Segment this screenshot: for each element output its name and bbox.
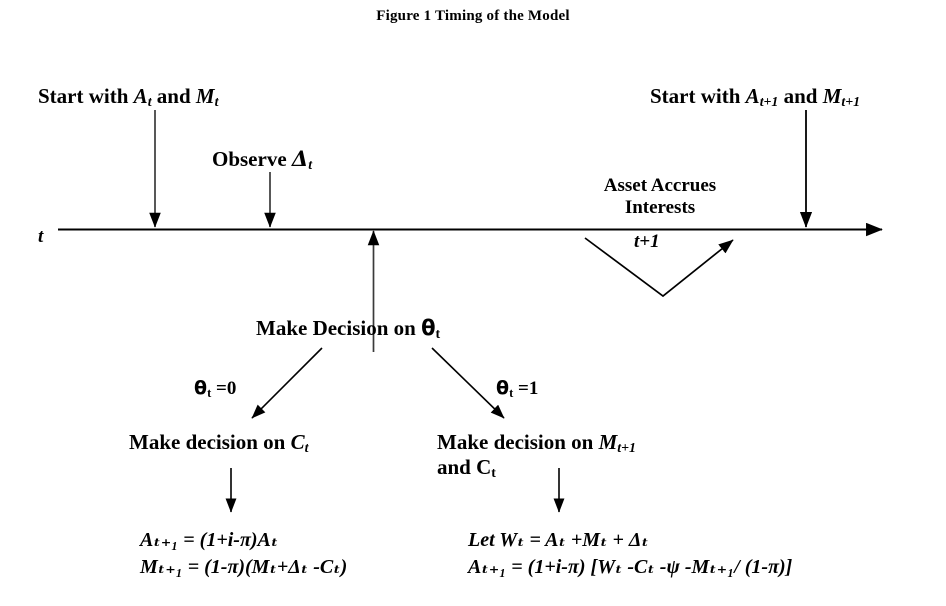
observe-prefix: Observe (212, 147, 292, 171)
theta-one-sub: t (509, 385, 514, 400)
equation-right-line1: Let Wₜ = Aₜ +Mₜ + Δₜ (468, 529, 649, 551)
observe-sub: t (308, 157, 313, 173)
figure-title: Figure 1 Timing of the Model (376, 8, 570, 24)
equation-left-line1: Aₜ₊₁ = (1+i-π)Aₜ (140, 529, 279, 551)
start-t1-var-m: M (822, 84, 842, 108)
decision-theta-sub: t (435, 326, 441, 342)
asset-accrues-line1: Asset Accrues (603, 175, 717, 196)
decision-left-prefix: Make decision on (129, 430, 291, 454)
label-asset-accrues-interests: Asset Accrues Interests (565, 175, 755, 219)
timeline-label-t1: t+1 (634, 231, 660, 252)
decision-theta-prefix: Make Decision on (256, 316, 422, 340)
decision-theta-symbol: θ (421, 316, 436, 340)
equation-right-line2: Aₜ₊₁ = (1+i-π) [Wₜ -Cₜ -ψ -Mₜ₊₁/ (1-π)] (468, 556, 793, 578)
start-t1-sub-a: t+1 (759, 94, 779, 110)
theta-zero-value: =0 (211, 378, 237, 399)
start-t1-var-a: A (745, 84, 760, 108)
start-t1-conj: and (778, 84, 823, 108)
start-t-sub-a: t (147, 94, 152, 110)
label-start-period-t: Start with At and Mt (38, 84, 219, 110)
decision-right-and-c: and C (437, 454, 492, 479)
label-theta-equals-zero: θt =0 (194, 377, 237, 400)
equations-right: Let Wₜ = Aₜ +Mₜ + Δₜ Aₜ₊₁ = (1+i-π) [Wₜ … (468, 527, 792, 581)
decision-right-prefix: Make decision on (437, 430, 599, 454)
start-t1-prefix: Start with (650, 84, 746, 108)
decision-right-line1: Make decision on Mt+1 (437, 430, 636, 456)
observe-var-delta: Δ (291, 146, 309, 171)
label-theta-equals-one: θt =1 (496, 377, 539, 400)
decision-right-sub-c: t (491, 464, 496, 480)
decision-left-sub: t (304, 440, 309, 456)
label-start-period-t1: Start with At+1 and Mt+1 (650, 84, 861, 110)
theta-zero-sub: t (207, 385, 212, 400)
decision-right-var-m: M (598, 430, 618, 454)
equation-left-line2: Mₜ₊₁ = (1-π)(Mₜ+Δₜ -Cₜ) (140, 556, 348, 578)
label-make-decision-theta: Make Decision on θt (256, 316, 441, 342)
start-t-var-a: A (133, 84, 148, 108)
start-t-var-m: M (195, 84, 215, 108)
start-t-sub-m: t (214, 94, 219, 110)
arrow-branch-right (431, 347, 505, 419)
theta-zero-symbol: θ (194, 377, 208, 399)
start-t1-sub-m: t+1 (841, 94, 861, 110)
decision-right-sub-m: t+1 (617, 440, 636, 456)
equations-left: Aₜ₊₁ = (1+i-π)Aₜ Mₜ₊₁ = (1-π)(Mₜ+Δₜ -Cₜ) (140, 527, 347, 581)
label-decision-right: Make decision on Mt+1 and Ct (437, 430, 636, 481)
timeline-label-t: t (38, 226, 44, 247)
start-t-conj: and (151, 84, 196, 108)
decision-left-var-c: C (290, 430, 305, 454)
decision-right-line2: and Ct (437, 454, 636, 481)
asset-accrues-line2: Interests (624, 196, 696, 218)
theta-one-value: =1 (513, 378, 539, 399)
start-t-prefix: Start with (38, 84, 134, 108)
arrow-branch-left (251, 347, 323, 419)
theta-one-symbol: θ (496, 377, 510, 399)
label-decision-left: Make decision on Ct (129, 430, 309, 456)
label-observe-shock: Observe Δt (212, 147, 312, 173)
